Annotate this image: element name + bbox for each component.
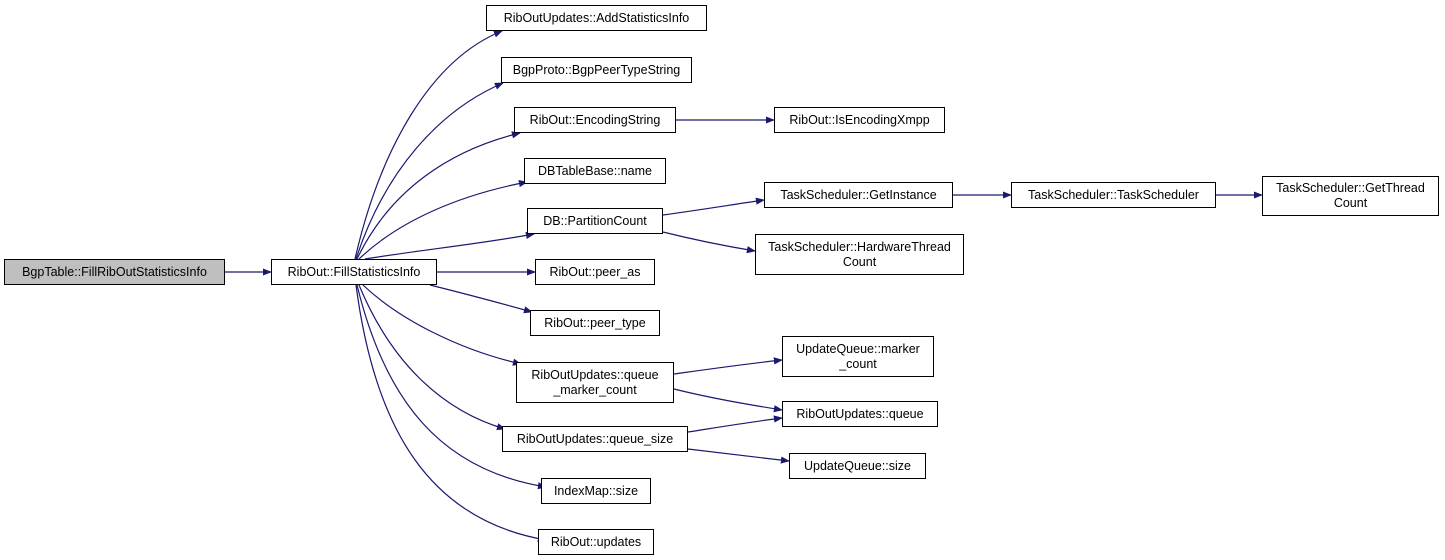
node-indexmap-size[interactable]: IndexMap::size bbox=[541, 478, 651, 504]
node-riboutupdates-queue-marker-count[interactable]: RibOutUpdates::queue_marker_count bbox=[516, 362, 674, 403]
node-label-line: Count bbox=[842, 254, 877, 269]
node-ribout-updates[interactable]: RibOut::updates bbox=[538, 529, 654, 555]
node-updatequeue-marker-count[interactable]: UpdateQueue::marker_count bbox=[782, 336, 934, 377]
node-label-line: RibOutUpdates::queue_size bbox=[516, 431, 674, 446]
node-label-line: TaskScheduler::GetInstance bbox=[780, 187, 937, 202]
node-label-line: RibOut::updates bbox=[550, 534, 642, 549]
node-bgptable-fillriboutstatisticsinfo: BgpTable::FillRibOutStatisticsInfo bbox=[4, 259, 225, 285]
node-label-line: RibOutUpdates::AddStatisticsInfo bbox=[503, 10, 690, 25]
node-label-line: RibOutUpdates::queue bbox=[796, 406, 924, 421]
edge-fillstats-to-encodingstring bbox=[356, 131, 521, 260]
node-db-partitioncount[interactable]: DB::PartitionCount bbox=[527, 208, 663, 234]
node-riboutupdates-addstatisticsinfo[interactable]: RibOutUpdates::AddStatisticsInfo bbox=[486, 5, 707, 31]
node-label-line: DBTableBase::name bbox=[538, 163, 652, 178]
node-label-line: RibOut::EncodingString bbox=[529, 112, 661, 127]
node-riboutupdates-queue-size[interactable]: RibOutUpdates::queue_size bbox=[502, 426, 688, 452]
node-label-line: BgpProto::BgpPeerTypeString bbox=[512, 62, 681, 77]
node-label-line: RibOutUpdates::queue bbox=[531, 367, 659, 382]
edge-partitioncount-to-hardwarethreadcount bbox=[662, 231, 756, 254]
node-ribout-peer-type[interactable]: RibOut::peer_type bbox=[530, 310, 660, 336]
node-label-line: RibOut::FillStatisticsInfo bbox=[287, 264, 421, 279]
node-label-line: IndexMap::size bbox=[553, 483, 639, 498]
node-label-line: TaskScheduler::GetThread bbox=[1276, 181, 1425, 195]
edge-fillstats-to-bgppeertypestring bbox=[355, 82, 504, 260]
edge-fillstats-to-updates bbox=[355, 284, 547, 543]
node-riboutupdates-queue[interactable]: RibOutUpdates::queue bbox=[782, 401, 938, 427]
node-ribout-encodingstring[interactable]: RibOut::EncodingString bbox=[514, 107, 676, 133]
node-bgpproto-bgppeertypestring[interactable]: BgpProto::BgpPeerTypeString bbox=[501, 57, 692, 83]
node-updatequeue-size[interactable]: UpdateQueue::size bbox=[789, 453, 926, 479]
node-taskscheduler-taskscheduler[interactable]: TaskScheduler::TaskScheduler bbox=[1011, 182, 1216, 208]
node-label-line: RibOut::peer_type bbox=[544, 315, 646, 330]
edge-queuemarker-to-updatequeue-marker bbox=[673, 357, 783, 375]
edge-partitioncount-to-getinstance bbox=[662, 197, 765, 216]
node-label-line: TaskScheduler::TaskScheduler bbox=[1028, 187, 1199, 202]
node-ribout-peer-as[interactable]: RibOut::peer_as bbox=[535, 259, 655, 285]
node-label-line: DB::PartitionCount bbox=[543, 213, 647, 228]
edge-fillstats-to-indexmap-size bbox=[356, 284, 547, 490]
node-label-line: Count bbox=[1333, 196, 1368, 210]
node-label-line: _count bbox=[839, 356, 877, 371]
edge-fillstats-to-partitioncount bbox=[364, 231, 535, 260]
node-label-line: UpdateQueue::size bbox=[803, 458, 911, 473]
node-taskscheduler-getinstance[interactable]: TaskScheduler::GetInstance bbox=[764, 182, 953, 208]
edge-fillstats-to-queue-size bbox=[358, 284, 506, 431]
edge-fillstats-to-peer-type bbox=[429, 284, 533, 314]
node-ribout-isencodingxmpp[interactable]: RibOut::IsEncodingXmpp bbox=[774, 107, 945, 133]
edge-queuemarker-to-riboutupdates-queue bbox=[673, 388, 783, 413]
node-label-line: TaskScheduler::HardwareThread bbox=[768, 239, 951, 254]
edge-fillstats-to-dbtablebase-name bbox=[358, 180, 528, 260]
node-label-line: UpdateQueue::marker bbox=[796, 341, 920, 356]
node-label-line: RibOut::IsEncodingXmpp bbox=[789, 112, 930, 127]
node-label-line: _marker_count bbox=[553, 382, 637, 397]
edge-queuesize-to-riboutupdates-queue bbox=[687, 415, 783, 433]
node-dbtablebase-name[interactable]: DBTableBase::name bbox=[524, 158, 666, 184]
node-label-line: RibOut::peer_as bbox=[549, 264, 641, 279]
edge-fillstats-to-addstatisticsinfo bbox=[354, 30, 503, 260]
edge-fillstats-to-queue-marker-count bbox=[362, 284, 522, 366]
node-label-line: BgpTable::FillRibOutStatisticsInfo bbox=[22, 264, 207, 279]
node-ribout-fillstatisticsinfo[interactable]: RibOut::FillStatisticsInfo bbox=[271, 259, 437, 285]
edge-queuesize-to-updatequeue-size bbox=[687, 448, 790, 464]
